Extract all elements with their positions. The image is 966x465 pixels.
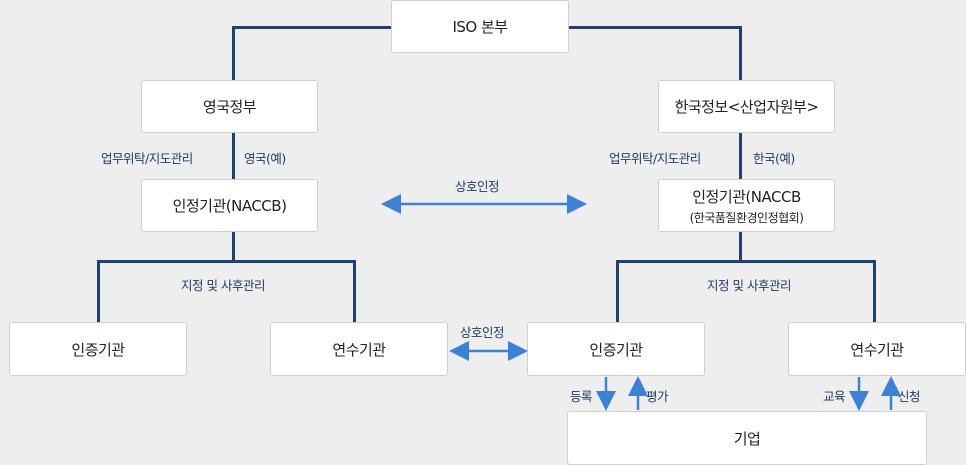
label-education: 교육 <box>823 389 846 404</box>
label-mutual-recognition-bottom: 상호인정 <box>460 325 505 340</box>
line-kr-branch-h <box>616 260 875 263</box>
node-kr-accreditation-body: 인정기관(NACCB (한국품질환경인정협회) <box>658 179 835 232</box>
node-uk-certification-body: 인증기관 <box>9 322 187 376</box>
line-kr-naccb-down <box>739 231 742 262</box>
node-label: 기업 <box>733 429 761 448</box>
line-iso-right-h <box>568 26 741 29</box>
label-register: 등록 <box>570 389 593 404</box>
node-label: 인정기관(NACCB <box>692 187 801 206</box>
label-mutual-recognition-top: 상호인정 <box>455 179 500 194</box>
node-label: 연수기관 <box>332 340 386 359</box>
node-label: 연수기관 <box>850 340 904 359</box>
label-evaluate: 평가 <box>646 389 669 404</box>
label-uk-example: 영국(예) <box>244 151 286 166</box>
label-kr-example: 한국(예) <box>753 151 795 166</box>
line-kr-gov-naccb <box>739 132 742 180</box>
node-uk-government: 영국정부 <box>141 80 318 133</box>
node-kr-certification-body: 인증기관 <box>527 322 705 376</box>
node-sublabel: (한국품질환경인정협회) <box>689 210 804 225</box>
line-uk-naccb-down <box>232 231 235 262</box>
node-label: 영국정부 <box>202 98 257 116</box>
line-kr-branch-left <box>616 260 619 323</box>
node-label: 인정기관(NACCB) <box>172 197 287 215</box>
label-kr-delegate: 업무위탁/지도관리 <box>609 151 701 166</box>
node-label: 한국정보<산업자원부> <box>674 98 819 116</box>
line-uk-branch-h <box>97 260 355 263</box>
label-kr-designation: 지정 및 사후관리 <box>707 278 791 293</box>
line-uk-branch-left <box>97 260 100 323</box>
node-kr-government: 한국정보<산업자원부> <box>658 80 835 133</box>
node-iso-headquarters: ISO 본부 <box>391 0 569 53</box>
node-label: ISO 본부 <box>452 18 508 36</box>
line-iso-left-v <box>232 26 235 81</box>
node-uk-training-body: 연수기관 <box>270 322 448 376</box>
label-apply: 신청 <box>898 389 921 404</box>
line-iso-left-h <box>232 26 392 29</box>
line-uk-gov-naccb <box>232 132 235 180</box>
line-kr-branch-right <box>873 260 876 323</box>
label-uk-delegate: 업무위탁/지도관리 <box>101 151 193 166</box>
line-iso-right-v <box>739 26 742 81</box>
node-label: 인증기관 <box>71 340 125 359</box>
node-kr-training-body: 연수기관 <box>788 322 966 376</box>
label-uk-designation: 지정 및 사후관리 <box>181 278 265 293</box>
line-uk-branch-right <box>353 260 356 323</box>
node-uk-accreditation-body: 인정기관(NACCB) <box>141 179 318 232</box>
node-label: 인증기관 <box>589 340 643 359</box>
